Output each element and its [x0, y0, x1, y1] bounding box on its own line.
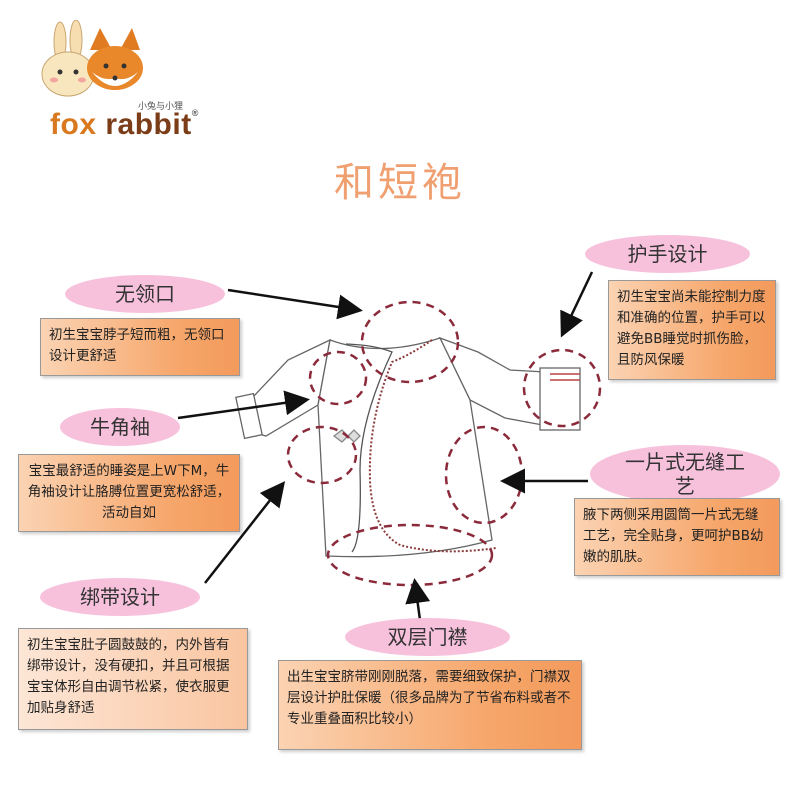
brand-name-a: fox — [50, 108, 97, 141]
label-seamless: 一片式无缝工艺 — [590, 445, 780, 503]
label-tie-design: 绑带设计 — [40, 578, 200, 616]
sleeve-circle — [308, 350, 368, 406]
brand-name-b: rabbit — [105, 108, 192, 141]
brand-name: fox rabbit® — [50, 108, 199, 142]
neck-circle — [360, 300, 460, 384]
label-hand-guard: 护手设计 — [585, 235, 750, 273]
desc-tie-design: 初生宝宝肚子圆鼓鼓的，内外皆有绑带设计，没有硬扣，并且可根据宝宝体形自由调节松紧… — [18, 628, 248, 730]
hand-circle — [522, 348, 602, 428]
desc-no-collar: 初生宝宝脖子短而粗，无领口设计更舒适 — [40, 318, 240, 376]
desc-double-placket: 出生宝宝脐带刚刚脱落，需要细致保护，门襟双层设计护肚保暖（很多品牌为了节省布料或… — [278, 660, 582, 750]
side-circle — [286, 425, 358, 485]
label-double-placket: 双层门襟 — [345, 618, 510, 656]
pointer-arrows — [177, 271, 594, 621]
label-horn-sleeve: 牛角袖 — [60, 408, 180, 446]
placket-circle — [326, 523, 494, 587]
page-title: 和短袍 — [334, 160, 466, 206]
label-no-collar: 无领口 — [65, 275, 225, 313]
desc-seamless: 腋下两侧采用圆筒一片式无缝工艺，完全贴身，更呵护BB幼嫩的肌肤。 — [574, 498, 780, 576]
garment-drawing — [235, 336, 581, 558]
registered-mark: ® — [191, 108, 199, 118]
brand-subtitle: 小兔与小狸 — [138, 102, 184, 112]
desc-horn-sleeve: 宝宝最舒适的睡姿是上W下M，牛角袖设计让胳膊位置更宽松舒适，活动自如 — [18, 454, 240, 532]
fox-rabbit-mascot-icon — [41, 19, 143, 97]
desc-hand-guard: 初生宝宝尚未能控制力度和准确的位置，护手可以避免BB睡觉时抓伤脸，且防风保暖 — [608, 280, 776, 380]
brand-logo: 小兔与小狸 fox rabbit® — [20, 19, 200, 141]
